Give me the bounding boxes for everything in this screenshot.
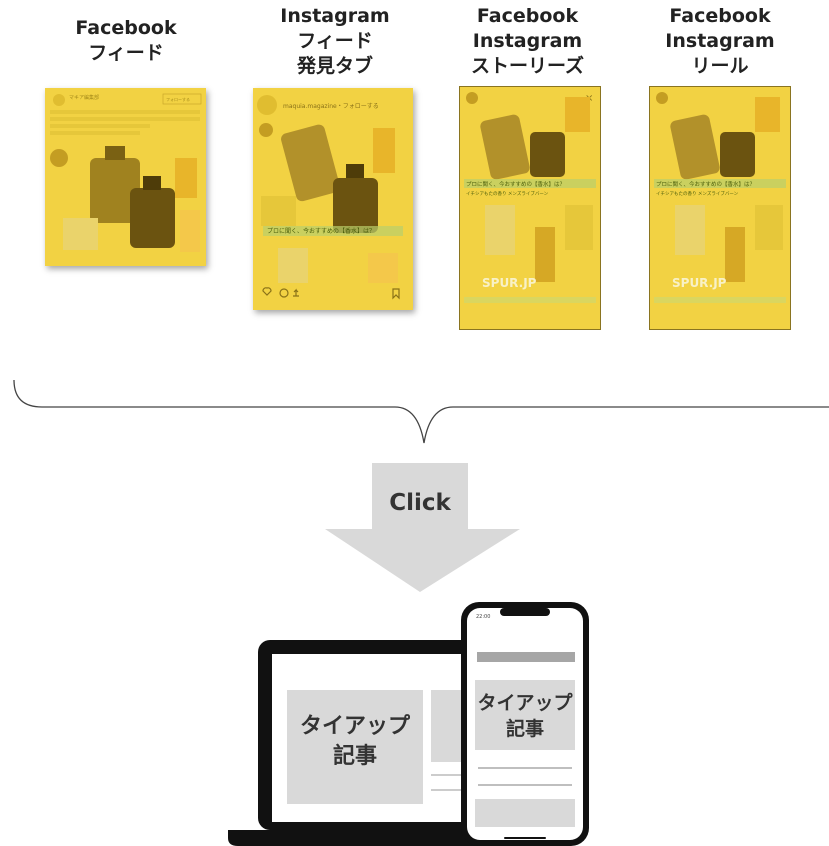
overlay-subtext: イチシアもたの香り メンズライブバーン [466,190,549,197]
avatar [656,92,668,104]
brand-badge [259,123,273,137]
brand-watermark: SPUR.JP [672,276,727,290]
label-reels: Facebook Instagram リール [665,5,775,77]
phone-clock: 22:00 [476,614,490,620]
avatar [257,95,277,115]
perfume-cap [143,176,161,190]
caption-bar [654,297,786,303]
follow-label: フォローする [166,96,190,102]
body-line [50,110,200,114]
facebook-feed-ad-card: マキア編集部 フォローする [45,88,206,266]
perfume-bottle [725,227,745,282]
overlay-caption [464,179,596,188]
perfume-bottle [278,248,308,283]
perfume-bottle [368,253,398,283]
link-line [50,131,140,135]
reels-ad-card: プロに聞く、今おすすめの【香水】は？ イチシアもたの香り メンズライブバーン S… [649,86,791,330]
perfume-bottle [90,158,140,223]
label-facebook-feed: Facebook フィード [75,17,177,64]
perfume-bottle [281,124,340,202]
perfume-box [63,218,98,250]
phone-article-label: タイアップ 記事 [477,692,573,740]
overlay-text: プロに聞く、今おすすめの【香水】は？ [466,180,565,188]
perfume-bottle [535,227,555,282]
label-stories: Facebook Instagram ストーリーズ [470,5,585,77]
perfume-bottle [675,205,705,255]
overlay-text: プロに聞く、今おすすめの【香水】は？ [267,227,375,235]
click-label: Click [389,490,451,516]
instagram-ad-illustration: maquia.magazine・フォローする プロに聞く、今おすすめの【香水】は… [257,95,403,300]
avatar [466,92,478,104]
perfume-bottle [670,114,720,180]
bookmark-icon[interactable] [392,288,400,300]
perfume-box [565,205,593,250]
perfume-box [755,205,783,250]
perfume-bottle [565,97,590,132]
perfume-box [261,196,296,226]
laptop-article-label: タイアップ 記事 [299,714,410,769]
phone-article-block [475,680,575,750]
perfume-bottle [485,205,515,255]
brand-badge [50,149,68,167]
share-icon[interactable] [293,288,299,297]
page-name: マキア編集部 [69,94,99,101]
perfume-bottle [333,178,378,233]
follow-button[interactable] [162,93,202,105]
overlay-subtext: イチシアもたの香り メンズライブバーン [656,190,739,197]
perfume-cap [105,146,125,160]
perfume-bottle [373,128,395,173]
laptop-article-block [287,690,423,804]
perfume-bottle [480,114,530,180]
phone-notch [500,608,550,616]
perfume-bottle [720,132,755,177]
laptop-base [228,830,528,846]
overlay-text: プロに聞く、今おすすめの【香水】は？ [656,180,755,188]
instagram-feed-ad-card: maquia.magazine・フォローする プロに聞く、今おすすめの【香水】は… [253,88,413,310]
perfume-bottle [755,97,780,132]
perfume-bottle [530,132,565,177]
phone-lower-block [475,799,575,827]
avatar [53,94,65,106]
perfume-bottle [175,158,197,198]
phone-header-bar [477,652,575,662]
stories-ad-card: × プロに聞く、今おすすめの【香水】は？ イチシアもたの香り メンズライブバーン… [459,86,601,330]
body-line [50,124,150,128]
label-instagram-feed: Instagram フィード 発見タブ [280,5,390,77]
reels-ad-illustration: プロに聞く、今おすすめの【香水】は？ イチシアもたの香り メンズライブバーン S… [654,92,786,303]
brand-watermark: SPUR.JP [482,276,537,290]
comment-icon[interactable] [279,288,289,298]
facebook-ad-illustration: マキア編集部 フォローする [50,93,202,252]
caption-bar [464,297,596,303]
like-icon[interactable] [262,287,272,296]
body-line [50,117,200,121]
perfume-bottle [180,210,200,252]
stories-ad-illustration: × プロに聞く、今おすすめの【香水】は？ イチシアもたの香り メンズライブバーン… [464,92,596,303]
grouping-brace [13,379,829,444]
account-name: maquia.magazine・フォローする [283,103,379,110]
overlay-caption [263,226,403,236]
perfume-bottle [130,188,175,248]
perfume-cap [346,164,364,178]
overlay-caption [654,179,786,188]
